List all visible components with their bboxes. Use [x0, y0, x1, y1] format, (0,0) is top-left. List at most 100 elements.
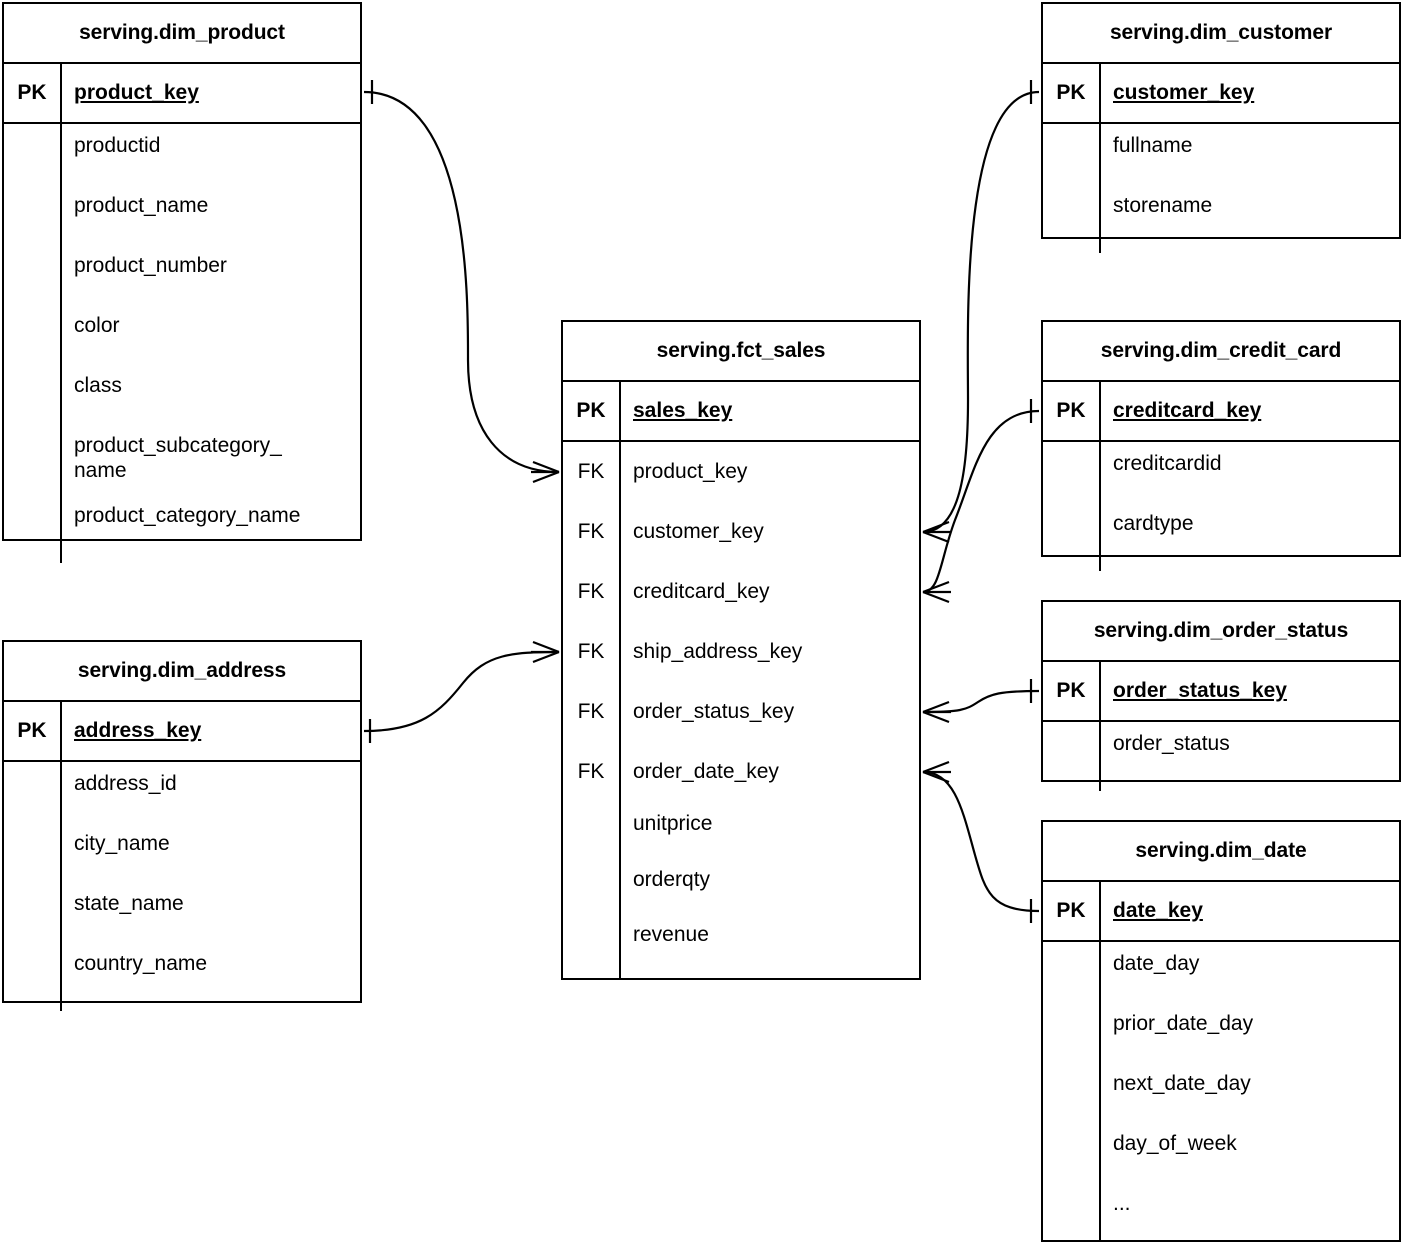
entity-dim-product[interactable]: serving.dim_product PK product_key produ… — [2, 2, 362, 563]
pk-attribute: address_key — [74, 719, 202, 742]
measures-row: unitprice orderqty revenue — [563, 802, 919, 978]
link-creditcard-to-sales — [922, 399, 1040, 604]
link-date-to-sales — [922, 760, 1040, 923]
fk-attribute: product_key — [633, 460, 748, 483]
fk-row: FK ship_address_key — [563, 622, 919, 682]
attribute-item: country_name — [74, 952, 208, 975]
link-product-to-sales — [363, 80, 560, 484]
attribute-item: city_name — [74, 832, 170, 855]
link-orderstatus-to-sales — [922, 679, 1040, 724]
attributes-section: creditcardid cardtype — [1043, 442, 1399, 571]
entity-title: serving.dim_customer — [1043, 4, 1399, 64]
attributes-list: creditcardid cardtype — [1101, 442, 1399, 571]
attribute-item: order_status — [1113, 732, 1230, 755]
key-column-spacer — [563, 802, 621, 978]
attribute-item: product_name — [74, 194, 209, 217]
pk-row: PK order_status_key — [1043, 662, 1399, 722]
attribute-item: storename — [1113, 194, 1213, 217]
measure-item: unitprice — [633, 812, 713, 835]
entity-dim-customer[interactable]: serving.dim_customer PK customer_key ful… — [1041, 2, 1401, 253]
pk-label: PK — [1043, 382, 1101, 440]
entity-title: serving.dim_credit_card — [1043, 322, 1399, 382]
attribute-item: ... — [1113, 1192, 1131, 1215]
fk-label: FK — [563, 622, 621, 682]
pk-attribute: product_key — [74, 81, 199, 104]
fk-label: FK — [563, 682, 621, 742]
pk-label: PK — [1043, 64, 1101, 122]
entity-dim-credit-card[interactable]: serving.dim_credit_card PK creditcard_ke… — [1041, 320, 1401, 571]
pk-attribute: customer_key — [1113, 81, 1255, 104]
entity-dim-order-status[interactable]: serving.dim_order_status PK order_status… — [1041, 600, 1401, 791]
attribute-item: creditcardid — [1113, 452, 1222, 475]
attribute-item: fullname — [1113, 134, 1193, 157]
pk-label: PK — [4, 702, 62, 760]
attributes-section: productid product_name product_number co… — [4, 124, 360, 563]
pk-row: PK product_key — [4, 64, 360, 124]
link-customer-to-sales — [922, 80, 1040, 544]
pk-row: PK customer_key — [1043, 64, 1399, 124]
fk-attribute: order_status_key — [633, 700, 795, 723]
attributes-list: productid product_name product_number co… — [62, 124, 360, 563]
key-column-spacer — [1043, 124, 1101, 253]
pk-row: PK address_key — [4, 702, 360, 762]
key-column-spacer — [1043, 942, 1101, 1242]
pk-row: PK sales_key — [563, 382, 919, 442]
fk-attribute: order_date_key — [633, 760, 779, 783]
entity-title: serving.dim_product — [4, 4, 360, 64]
fk-row: FK customer_key — [563, 502, 919, 562]
fk-label: FK — [563, 562, 621, 622]
attribute-item: address_id — [74, 772, 177, 795]
entity-title: serving.dim_address — [4, 642, 360, 702]
fk-row: FK product_key — [563, 442, 919, 502]
pk-attribute: sales_key — [633, 399, 733, 422]
fk-row: FK order_status_key — [563, 682, 919, 742]
measures-list: unitprice orderqty revenue — [621, 802, 919, 978]
pk-attribute: order_status_key — [1113, 679, 1287, 702]
attributes-list: fullname storename — [1101, 124, 1399, 253]
fk-label: FK — [563, 442, 621, 502]
attributes-section: date_day prior_date_day next_date_day da… — [1043, 942, 1399, 1242]
entity-title: serving.fct_sales — [563, 322, 919, 382]
measure-item: revenue — [633, 923, 709, 947]
attribute-item: prior_date_day — [1113, 1012, 1254, 1035]
entity-fct-sales[interactable]: serving.fct_sales PK sales_key FK produc… — [561, 320, 921, 980]
attributes-section: order_status — [1043, 722, 1399, 791]
fk-label: FK — [563, 502, 621, 562]
key-column-spacer — [4, 762, 62, 1011]
attribute-item: day_of_week — [1113, 1132, 1237, 1155]
pk-label: PK — [1043, 662, 1101, 720]
entity-title: serving.dim_date — [1043, 822, 1399, 882]
attribute-item: product_subcategory_ name — [74, 433, 360, 503]
link-address-to-sales — [363, 640, 560, 743]
attribute-item: cardtype — [1113, 512, 1194, 535]
key-column-spacer — [1043, 442, 1101, 571]
fk-attribute: creditcard_key — [633, 580, 770, 603]
measure-item: orderqty — [633, 867, 711, 891]
fk-attribute: customer_key — [633, 520, 764, 543]
pk-attribute: creditcard_key — [1113, 399, 1262, 422]
pk-attribute: date_key — [1113, 899, 1203, 922]
pk-row: PK creditcard_key — [1043, 382, 1399, 442]
entity-dim-date[interactable]: serving.dim_date PK date_key date_day pr… — [1041, 820, 1401, 1242]
pk-label: PK — [4, 64, 62, 122]
entity-title: serving.dim_order_status — [1043, 602, 1399, 662]
attributes-section: fullname storename — [1043, 124, 1399, 253]
attributes-list: order_status — [1101, 722, 1399, 791]
fk-label: FK — [563, 742, 621, 802]
attribute-item: state_name — [74, 892, 184, 915]
attribute-item: class — [74, 374, 122, 397]
pk-label: PK — [1043, 882, 1101, 940]
attributes-list: address_id city_name state_name country_… — [62, 762, 360, 1011]
pk-row: PK date_key — [1043, 882, 1399, 942]
attributes-list: date_day prior_date_day next_date_day da… — [1101, 942, 1399, 1242]
entity-dim-address[interactable]: serving.dim_address PK address_key addre… — [2, 640, 362, 1011]
attribute-item: next_date_day — [1113, 1072, 1251, 1095]
key-column-spacer — [1043, 722, 1101, 791]
fk-row: FK order_date_key — [563, 742, 919, 802]
fk-row: FK creditcard_key — [563, 562, 919, 622]
attribute-item: product_category_name — [74, 504, 301, 527]
pk-label: PK — [563, 382, 621, 440]
attribute-item: color — [74, 314, 120, 337]
attribute-line: product_subcategory_ — [74, 434, 282, 457]
